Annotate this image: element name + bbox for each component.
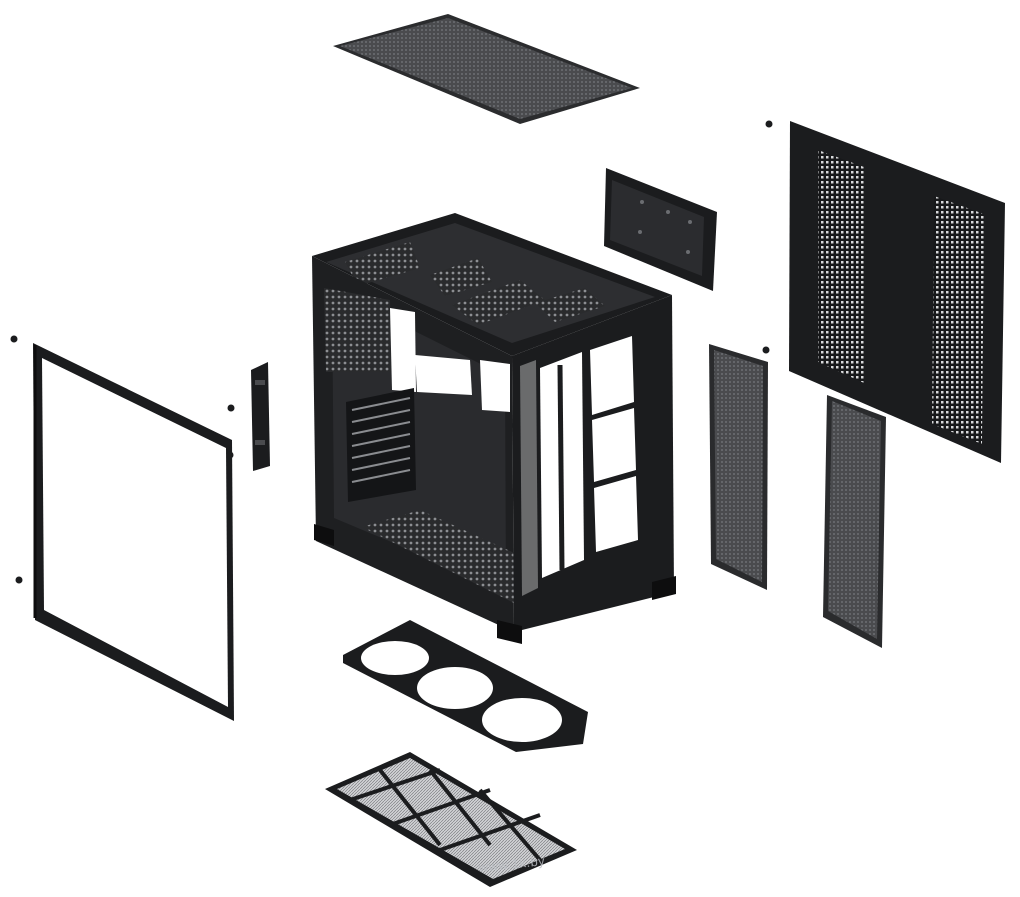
bottom-dust-filter: [325, 752, 577, 887]
side-dust-filter-right: [823, 395, 886, 648]
top-dust-filter: [333, 14, 640, 124]
front-glass-panel: [33, 343, 234, 721]
rear-panel-screws: [762, 120, 773, 354]
rear-side-panel: [789, 121, 1005, 463]
glass-panel-screws: [10, 335, 235, 584]
main-chassis: [312, 213, 676, 644]
bottom-fan-bracket: [343, 620, 588, 752]
side-dust-filter-left: [709, 344, 768, 590]
top-fan-bracket: [604, 168, 717, 291]
vertical-gpu-bracket: [251, 362, 270, 471]
